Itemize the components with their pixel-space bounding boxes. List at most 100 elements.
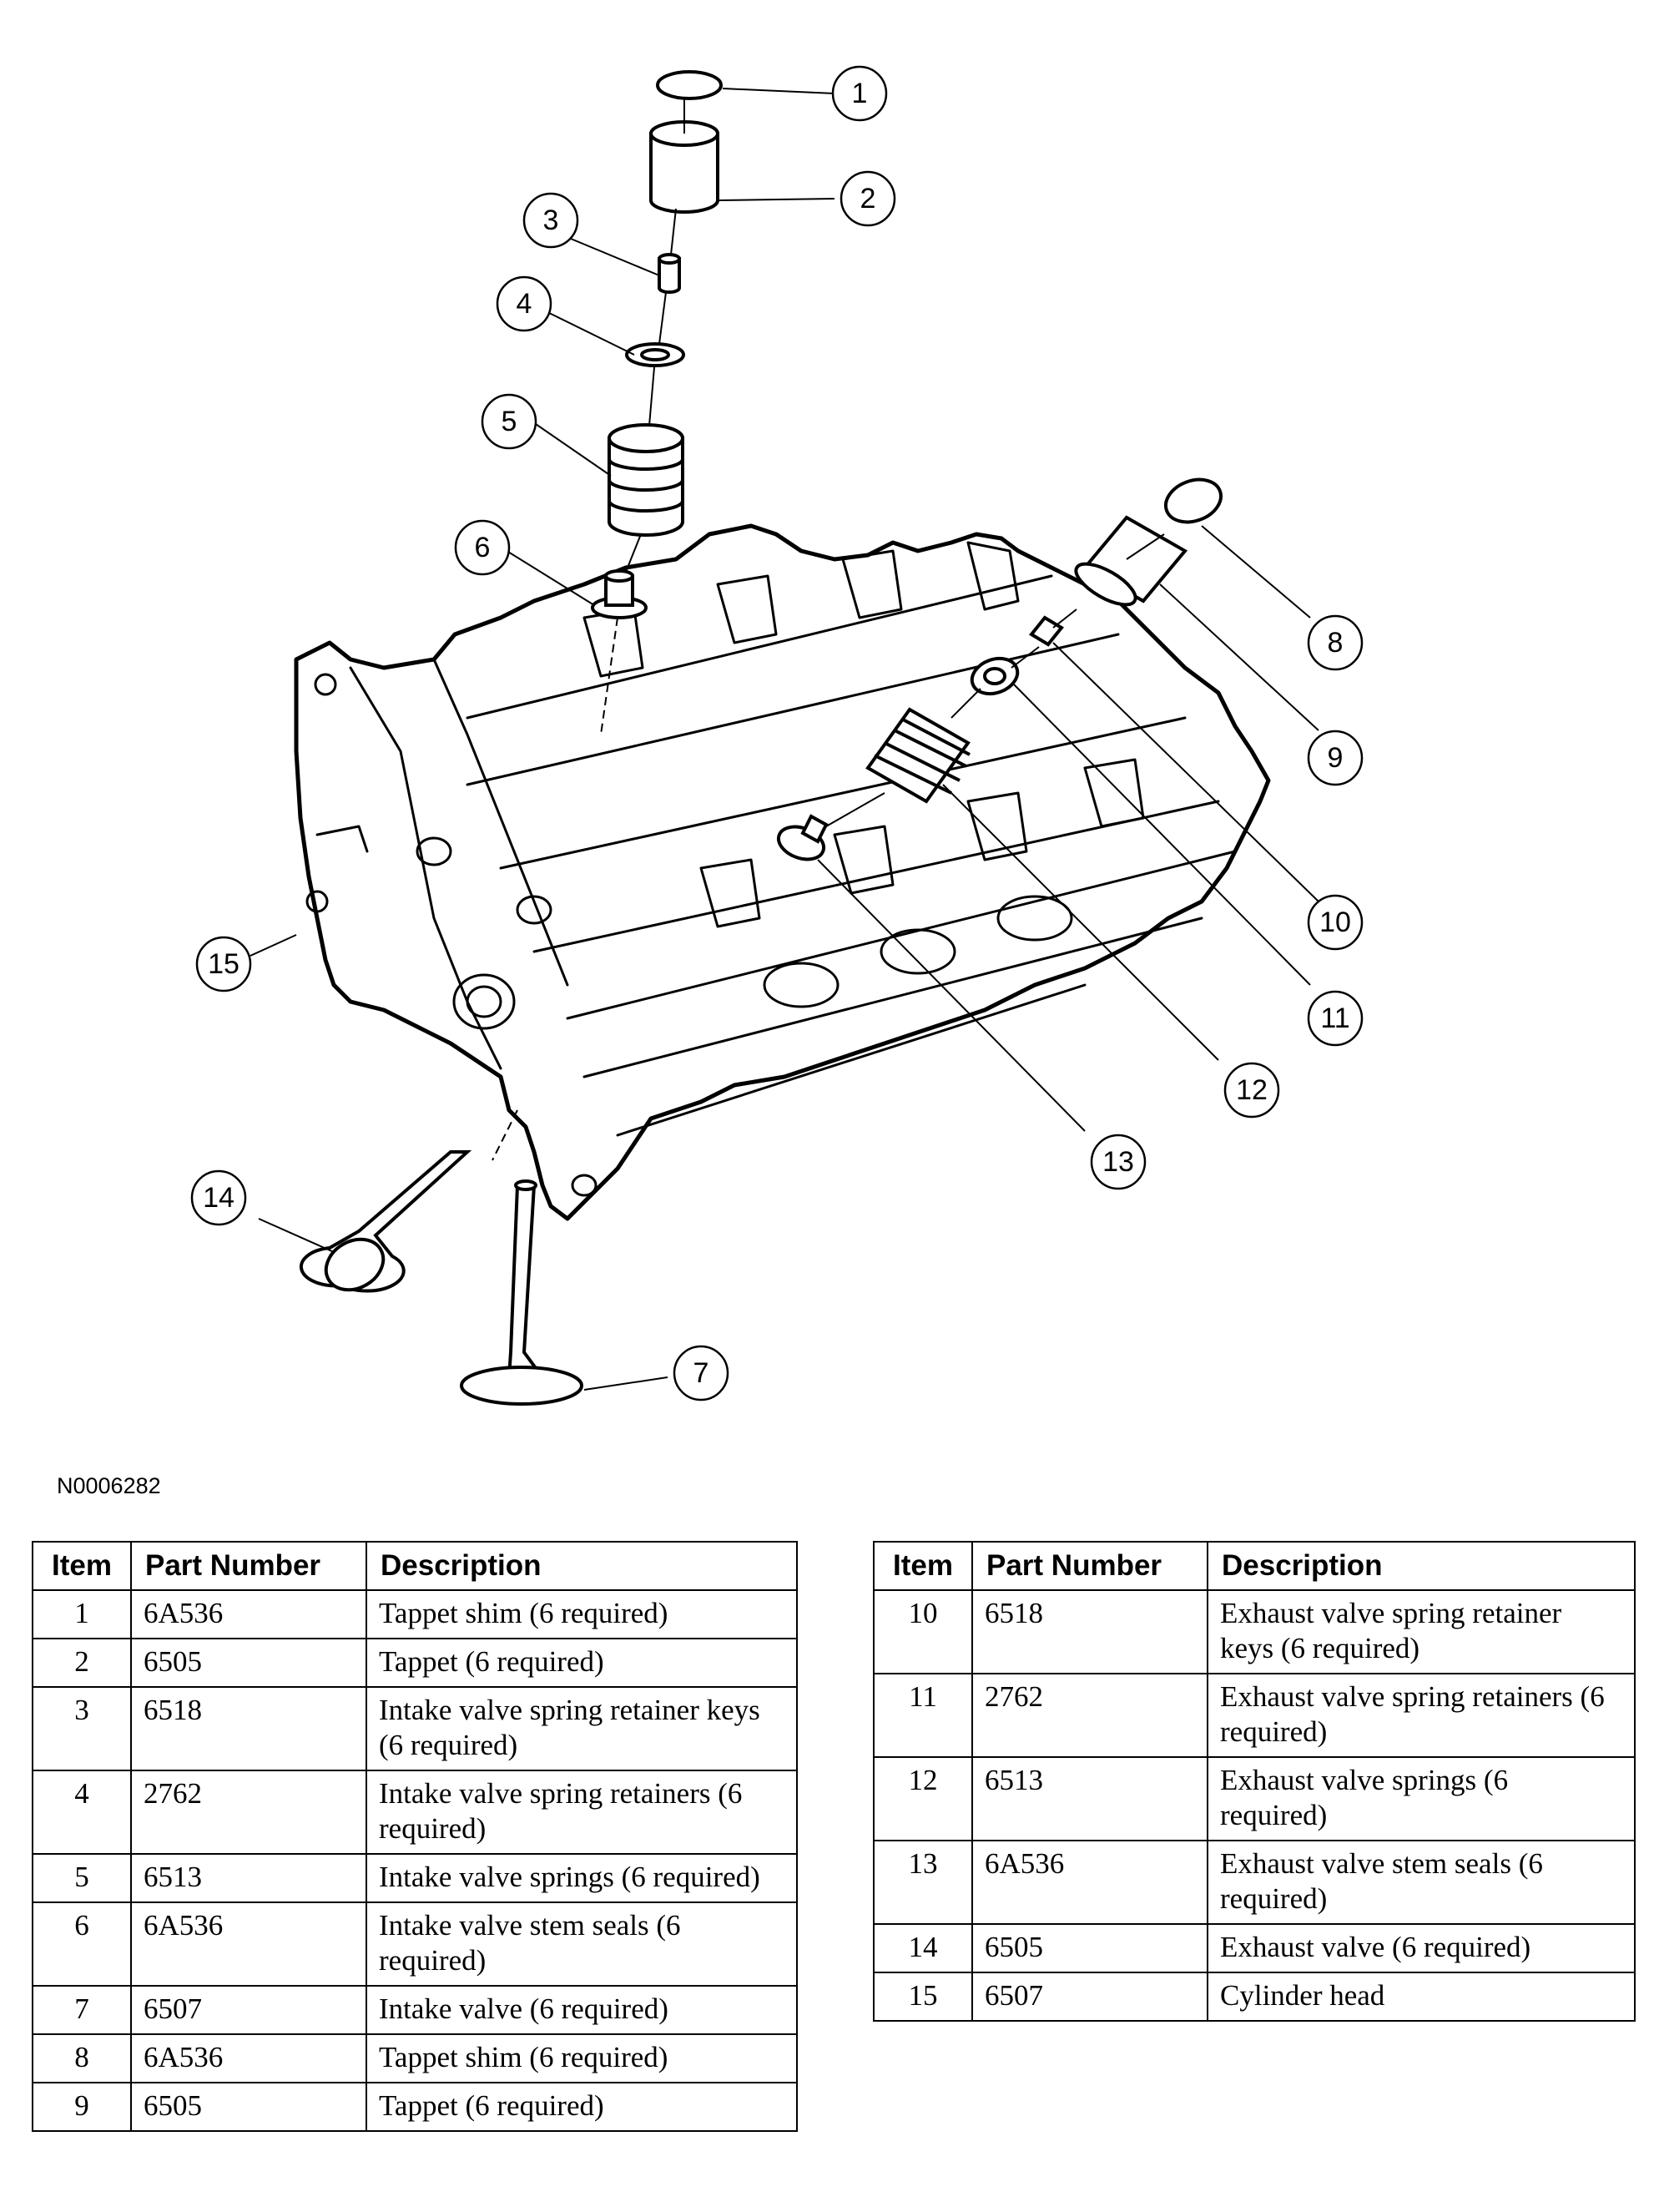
cell-part-number: 6507: [130, 1985, 367, 2035]
table-header-row: Item Part Number Description: [873, 1541, 1636, 1591]
cell-part-number: 6505: [971, 1923, 1208, 1973]
cell-part-number: 6A536: [130, 1901, 367, 1987]
cell-description: Tappet (6 required): [366, 2082, 798, 2132]
cell-item: 13: [873, 1840, 973, 1925]
callout-circle-4: [496, 275, 552, 332]
callout-circle-6: [454, 519, 511, 576]
cell-description: Intake valve (6 required): [366, 1985, 798, 2035]
tappet-2: [649, 132, 719, 214]
header-description: Description: [1207, 1541, 1636, 1591]
cell-part-number: 6507: [971, 1972, 1208, 2022]
cell-part-number: 2762: [130, 1770, 367, 1855]
cell-item: 9: [32, 2082, 132, 2132]
retainer-keys-3: [658, 257, 681, 294]
cell-description: Tappet shim (6 required): [366, 2033, 798, 2083]
cell-description: Tappet shim (6 required): [366, 1589, 798, 1639]
header-item: Item: [873, 1541, 973, 1591]
cell-part-number: 6505: [130, 1638, 367, 1688]
cell-description: Exhaust valve spring retainers (6 requir…: [1207, 1673, 1636, 1758]
callout-circle-14: [190, 1169, 247, 1226]
cell-description: Intake valve springs (6 required): [366, 1853, 798, 1903]
cell-item: 8: [32, 2033, 132, 2083]
cell-description: Intake valve spring retainer keys (6 req…: [366, 1686, 798, 1771]
cell-part-number: 6513: [130, 1853, 367, 1903]
cell-part-number: 6A536: [130, 2033, 367, 2083]
cell-description: Exhaust valve spring retainer keys (6 re…: [1207, 1589, 1636, 1674]
cell-description: Exhaust valve springs (6 required): [1207, 1756, 1636, 1841]
cell-description: Tappet (6 required): [366, 1638, 798, 1688]
callout-label-6: 6: [475, 532, 491, 563]
cell-item: 11: [873, 1673, 973, 1758]
cell-item: 4: [32, 1770, 132, 1855]
exploded-view-diagram: 1 2 3 4 5 6 7 8 9 10 11 12 13 14 15: [190, 65, 1364, 1406]
figure-id: N0006282: [57, 1473, 161, 1498]
callout-label-14: 14: [203, 1182, 234, 1214]
callout-label-13: 13: [1102, 1146, 1134, 1178]
callout-circle-1: [831, 65, 888, 122]
table-header-row: Item Part Number Description: [32, 1541, 798, 1591]
cell-item: 15: [873, 1972, 973, 2022]
callout-label-10: 10: [1319, 907, 1351, 938]
callout-label-5: 5: [502, 406, 517, 437]
callout-circle-13: [1090, 1134, 1147, 1190]
cell-part-number: 6513: [971, 1756, 1208, 1841]
callout-label-3: 3: [543, 205, 559, 236]
callout-label-12: 12: [1236, 1074, 1268, 1106]
callout-circle-11: [1307, 990, 1364, 1047]
callout-circle-12: [1223, 1062, 1280, 1119]
cell-description: Intake valve stem seals (6 required): [366, 1901, 798, 1987]
cell-item: 5: [32, 1853, 132, 1903]
cell-item: 14: [873, 1923, 973, 1973]
cell-description: Exhaust valve (6 required): [1207, 1923, 1636, 1973]
cell-part-number: 6A536: [130, 1589, 367, 1639]
intake-valve-7: [507, 1184, 546, 1379]
callout-circle-7: [673, 1345, 729, 1401]
callout-label-1: 1: [852, 78, 868, 109]
retainer-keys-10: [1029, 615, 1064, 647]
callout-label-11: 11: [1320, 1002, 1349, 1034]
tappet-shim-1: [656, 70, 723, 100]
cell-part-number: 6A536: [971, 1840, 1208, 1925]
cell-part-number: 6505: [130, 2082, 367, 2132]
valve-spring-12: [865, 707, 971, 804]
cell-description: Intake valve spring retainers (6 require…: [366, 1770, 798, 1855]
callout-label-2: 2: [860, 183, 876, 215]
cell-item: 12: [873, 1756, 973, 1841]
callout-label-9: 9: [1328, 742, 1344, 774]
cell-part-number: 6518: [130, 1686, 367, 1771]
cell-item: 10: [873, 1589, 973, 1674]
callout-label-15: 15: [208, 948, 240, 980]
tappet-shim-8: [1164, 477, 1223, 524]
cell-description: Exhaust valve stem seals (6 required): [1207, 1840, 1636, 1925]
cell-part-number: 6518: [971, 1589, 1208, 1674]
header-item: Item: [32, 1541, 132, 1591]
header-description: Description: [366, 1541, 798, 1591]
callout-label-7: 7: [693, 1357, 709, 1389]
cell-description: Cylinder head: [1207, 1972, 1636, 2022]
callout-label-8: 8: [1328, 627, 1344, 659]
cell-item: 7: [32, 1985, 132, 2035]
cell-part-number: 2762: [971, 1673, 1208, 1758]
header-part-number: Part Number: [971, 1541, 1208, 1591]
callout-circle-8: [1307, 614, 1364, 671]
cell-item: 2: [32, 1638, 132, 1688]
callout-circle-15: [195, 936, 252, 992]
cell-item: 3: [32, 1686, 132, 1771]
callout-label-4: 4: [517, 288, 532, 320]
cylinder-head: [294, 523, 1271, 1221]
cell-item: 1: [32, 1589, 132, 1639]
